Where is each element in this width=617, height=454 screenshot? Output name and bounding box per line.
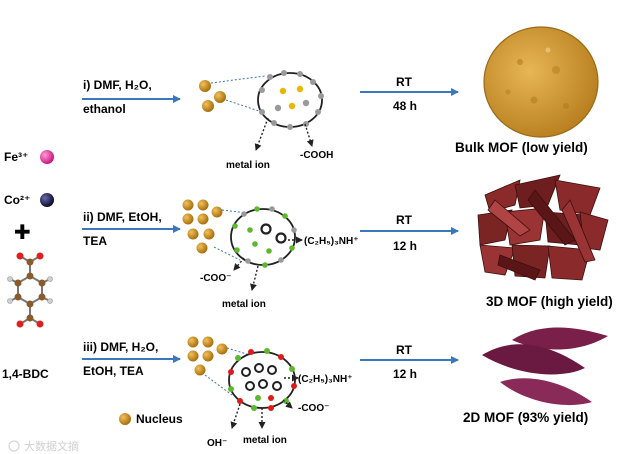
route-2-carboxyl-label: -COO⁻ xyxy=(200,273,231,284)
route-1-nucleus-zoom xyxy=(257,70,324,130)
2d-mof-sheets xyxy=(482,327,608,406)
route-3-temperature: RT xyxy=(396,343,413,357)
watermark-logo-icon xyxy=(8,440,20,452)
route-1-nuclei xyxy=(199,80,226,112)
nucleus-legend: Nucleus xyxy=(119,412,183,426)
route-3-time: 12 h xyxy=(393,367,417,381)
route-2-temperature: RT xyxy=(396,213,413,227)
route-1-metal-ion-label: metal ion xyxy=(226,160,270,171)
fe-label: Fe³⁺ xyxy=(4,150,28,164)
route-1-carboxyl-label: -COOH xyxy=(300,150,333,161)
route-3-hydroxide-label: OH⁻ xyxy=(207,438,227,449)
route-3-nucleus-zoom xyxy=(228,348,297,411)
route-3-amine-label: (C₂H₅)₃NH⁺ xyxy=(298,374,352,385)
plus-sign: ✚ xyxy=(14,222,31,244)
route-1-conditions-line1: i) DMF, H₂O, xyxy=(83,78,152,92)
route-1-time: 48 h xyxy=(393,99,417,113)
route-1: i) DMF, H₂O, ethanol metal ion -COOH RT xyxy=(82,26,599,171)
route-3-result: 2D MOF (93% yield) xyxy=(463,410,588,425)
route-1-result: Bulk MOF (low yield) xyxy=(455,140,588,155)
bulk-mof-particle xyxy=(483,26,599,138)
route-3-carboxyl-label: -COO⁻ xyxy=(298,403,329,414)
reagents-column: Fe³⁺ Co²⁺ ✚ xyxy=(2,150,54,381)
route-3: iii) DMF, H₂O, EtOH, TEA xyxy=(82,327,608,449)
nucleus-legend-label: Nucleus xyxy=(136,412,183,426)
route-2-nucleus-zoom xyxy=(230,206,297,268)
co-label: Co²⁺ xyxy=(4,193,30,207)
3d-mof-flakes xyxy=(477,174,609,281)
bdc-label: 1,4-BDC xyxy=(2,367,49,381)
route-2-time: 12 h xyxy=(393,239,417,253)
bdc-atoms xyxy=(7,252,53,328)
co-ion-icon xyxy=(40,193,54,207)
watermark-text: 大数据文摘 xyxy=(24,439,79,453)
route-3-nuclei xyxy=(187,336,228,376)
route-3-metal-ion-label: metal ion xyxy=(243,435,287,446)
route-1-temperature: RT xyxy=(396,75,413,89)
route-3-conditions-line1: iii) DMF, H₂O, xyxy=(83,340,158,354)
route-2-result: 3D MOF (high yield) xyxy=(486,294,613,309)
route-2: ii) DMF, EtOH, TEA (C₂H₅)₃NH xyxy=(82,174,613,310)
bdc-molecule-icon xyxy=(9,255,51,325)
route-2-nuclei xyxy=(182,199,223,254)
nucleus-legend-icon xyxy=(119,413,131,425)
route-1-conditions-line2: ethanol xyxy=(83,102,126,116)
route-2-conditions-line2: TEA xyxy=(83,234,107,248)
route-2-amine-label: (C₂H₅)₃NH⁺ xyxy=(304,236,358,247)
route-3-conditions-line2: EtOH, TEA xyxy=(83,364,144,378)
route-2-metal-ion-label: metal ion xyxy=(222,299,266,310)
watermark: 大数据文摘 xyxy=(8,439,79,453)
fe-ion-icon xyxy=(40,150,54,164)
route-2-conditions-line1: ii) DMF, EtOH, xyxy=(83,210,162,224)
